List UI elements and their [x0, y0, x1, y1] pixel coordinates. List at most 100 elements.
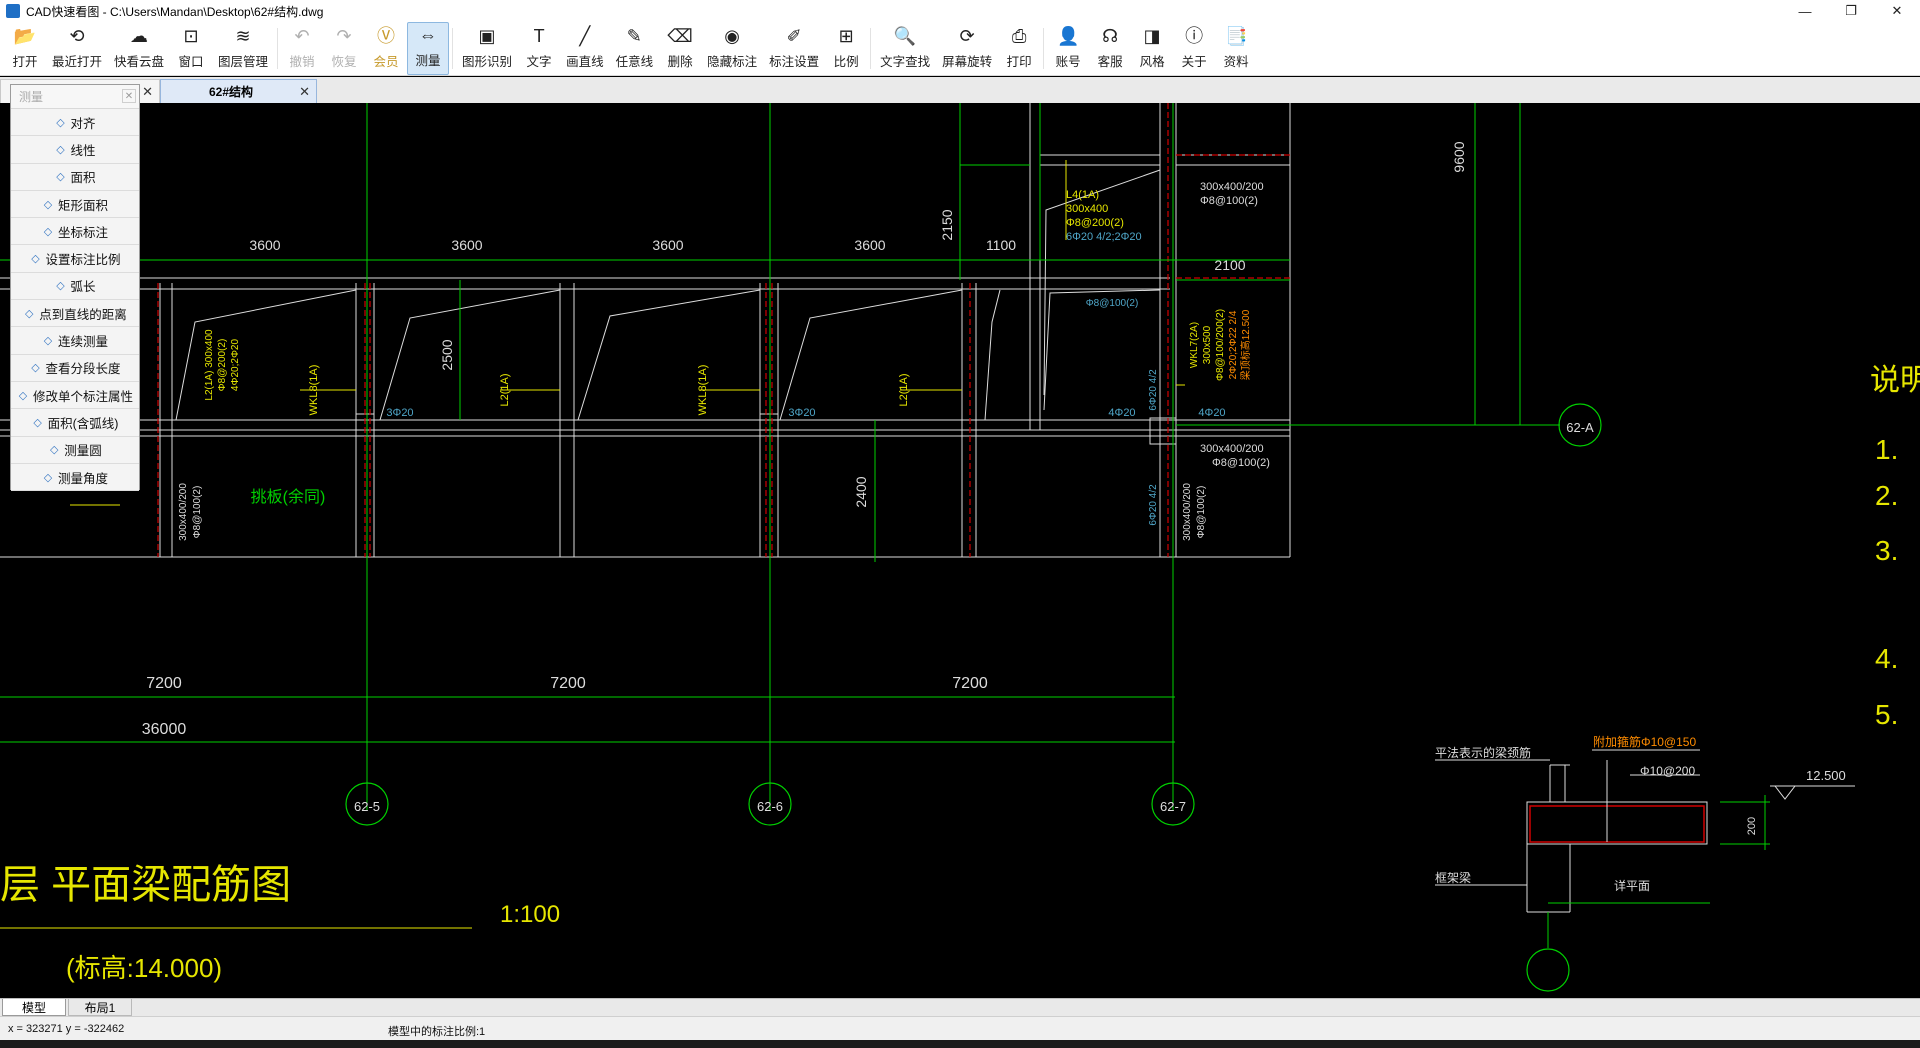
toolbar-shape-recognition-button[interactable]: ▣图形识别 [456, 22, 518, 75]
measure-item[interactable]: ◇线性 [11, 136, 139, 164]
measure-item[interactable]: ◇对齐 [11, 109, 139, 137]
undo-icon: ↶ [294, 26, 310, 46]
measure-item[interactable]: ◇修改单个标注属性 [11, 381, 139, 410]
toolbar-rotate-screen-button[interactable]: ⟳屏幕旋转 [936, 22, 998, 75]
toolbar-freehand-line-button[interactable]: ✎任意线 [610, 22, 660, 75]
measure-item[interactable]: ◇连续测量 [11, 327, 139, 355]
toolbar-separator [1043, 28, 1045, 69]
section-label-height: 200 [1746, 817, 1758, 835]
toolbar-annotation-settings-button[interactable]: ✐标注设置 [763, 22, 825, 75]
measure-tool-icon: ◇ [43, 471, 53, 484]
toolbar-label: 快看云盘 [114, 55, 165, 69]
tab-62-structure[interactable]: 62#结构 ✕ [160, 79, 317, 103]
toolbar-layers-button[interactable]: ≋ 图层管理 [212, 22, 274, 75]
close-tab-icon[interactable]: ✕ [142, 83, 153, 99]
dim-9600: 9600 [1451, 141, 1467, 172]
measure-item[interactable]: ◇面积(含弧线) [11, 409, 139, 437]
taskbar-strip [0, 1040, 1920, 1048]
cad-drawing: 3600 3600 3600 3600 1100 2100 2150 2500 … [0, 103, 1920, 992]
tab-layout1[interactable]: 布局1 [68, 999, 132, 1016]
toolbar-account-button[interactable]: 👤账号 [1047, 22, 1089, 75]
toolbar-label: 图层管理 [218, 55, 269, 69]
dim-top-3: 3600 [652, 237, 683, 253]
toolbar-eraser-button[interactable]: ⌫删除 [659, 22, 701, 75]
tab-model-label: 模型 [21, 1000, 46, 1015]
measure-item[interactable]: ◇点到直线的距离 [11, 300, 139, 328]
measure-tool-icon: ◇ [18, 389, 28, 402]
minimize-button[interactable]: — [1798, 3, 1812, 19]
toolbar-line-button[interactable]: ╱画直线 [560, 22, 610, 75]
document-tab-strip: ✕ 62#结构 ✕ [0, 77, 1920, 103]
axis-label-62-5: 62-5 [354, 799, 380, 814]
toolbar-label: 账号 [1055, 55, 1081, 69]
measure-item[interactable]: ◇设置标注比例 [11, 245, 139, 273]
toolbar-history-button[interactable]: ⟲最近打开 [46, 22, 108, 75]
measure-item[interactable]: ◇查看分段长度 [11, 354, 139, 382]
l2-annot-1: L2(1A) 300x400 [204, 329, 215, 401]
close-window-button[interactable]: ✕ [1891, 3, 1903, 18]
layout-tabs: 模型 布局1 [0, 998, 1920, 1016]
rebar-label-5: 6Φ20 4/2 [1148, 369, 1159, 411]
axis-label-62-A: 62-A [1566, 420, 1594, 435]
measure-item[interactable]: ◇坐标标注 [11, 218, 139, 246]
dim-bottom-1: 7200 [146, 675, 182, 692]
beam-size-bot-2: Φ8@100(2) [1212, 457, 1270, 469]
measure-item[interactable]: ◇测量圆 [11, 436, 139, 464]
axis-label-62-7: 62-7 [1160, 799, 1186, 814]
axis-label-62-6: 62-6 [757, 799, 783, 814]
toolbar-headset-button[interactable]: ☊客服 [1089, 22, 1131, 75]
documents-icon: 📑 [1224, 26, 1248, 46]
toolbar-label: 打开 [12, 55, 38, 69]
measure-item[interactable]: ◇弧长 [11, 272, 139, 301]
toolbar-label: 标注设置 [769, 55, 820, 69]
toolbar-window-button[interactable]: ⊡窗口 [170, 22, 212, 75]
toolbar-folder-open-button[interactable]: 📂打开 [4, 22, 46, 75]
l4-annot-4: 6Φ20 4/2;2Φ20 [1066, 231, 1142, 243]
toolbar-documents-button[interactable]: 📑资料 [1215, 22, 1257, 75]
toolbar-printer-button[interactable]: ⎙打印 [998, 22, 1040, 75]
cad-drawing-canvas[interactable]: 3600 3600 3600 3600 1100 2100 2150 2500 … [0, 103, 1920, 998]
toolbar-redo-button[interactable]: ↷恢复 [323, 22, 365, 75]
measure-item-label: 线性 [70, 143, 96, 158]
annotation-scale-status: 模型中的标注比例:1 [388, 1026, 486, 1038]
toolbar-undo-button[interactable]: ↶撤销 [281, 22, 323, 75]
toolbar-hide-annotation-button[interactable]: ◉隐藏标注 [701, 22, 763, 75]
dim-top-2: 3600 [451, 237, 482, 253]
measure-tool-icon: ◇ [56, 116, 65, 129]
measure-tool-icon: ◇ [31, 362, 40, 375]
toolbar-label: 窗口 [178, 55, 204, 69]
toolbar-label: 文字查找 [880, 55, 931, 69]
dim-total: 36000 [142, 721, 187, 738]
toolbar-cloud-button[interactable]: ☁ 快看云盘 [108, 22, 170, 75]
l2-annot-2: Φ8@200(2) [217, 339, 228, 392]
close-tab-icon[interactable]: ✕ [299, 83, 310, 99]
toolbar-label: 任意线 [615, 55, 654, 69]
toolbar-measure-button[interactable]: ⇔测量 [407, 22, 450, 75]
tab-model[interactable]: 模型 [2, 999, 66, 1016]
beam-size-left-2: Φ8@100(2) [192, 486, 203, 539]
layers-icon: ≋ [235, 26, 251, 46]
text-icon: T [533, 26, 545, 46]
toolbar-scale-button[interactable]: ⊞比例 [825, 22, 867, 75]
toolbar-separator [277, 28, 279, 69]
toolbar-label: 会员 [373, 55, 399, 69]
measure-item[interactable]: ◇面积 [11, 163, 139, 191]
measure-item[interactable]: ◇矩形面积 [11, 190, 139, 219]
close-panel-icon[interactable]: ✕ [122, 89, 136, 103]
restore-button[interactable]: ❐ [1845, 3, 1857, 18]
cloud-icon: ☁ [130, 26, 149, 46]
section-label-elev: 12.500 [1806, 768, 1846, 783]
toolbar-style-button[interactable]: ◨风格 [1131, 22, 1173, 75]
measure-item[interactable]: ◇测量角度 [11, 463, 139, 492]
beam-label-l2-1: L2(1A) [499, 373, 511, 406]
measure-item-label: 坐标标注 [57, 225, 108, 240]
rebar-label-1: 3Φ20 [386, 407, 413, 419]
wkl7-annot-3: Φ8@100/200(2) [1215, 309, 1226, 381]
drawing-elevation: (标高:14.000) [66, 953, 222, 983]
toolbar-label: 测量 [415, 54, 441, 68]
printer-icon: ⎙ [1011, 26, 1027, 46]
toolbar-text-search-button[interactable]: 🔍文字查找 [874, 22, 936, 75]
